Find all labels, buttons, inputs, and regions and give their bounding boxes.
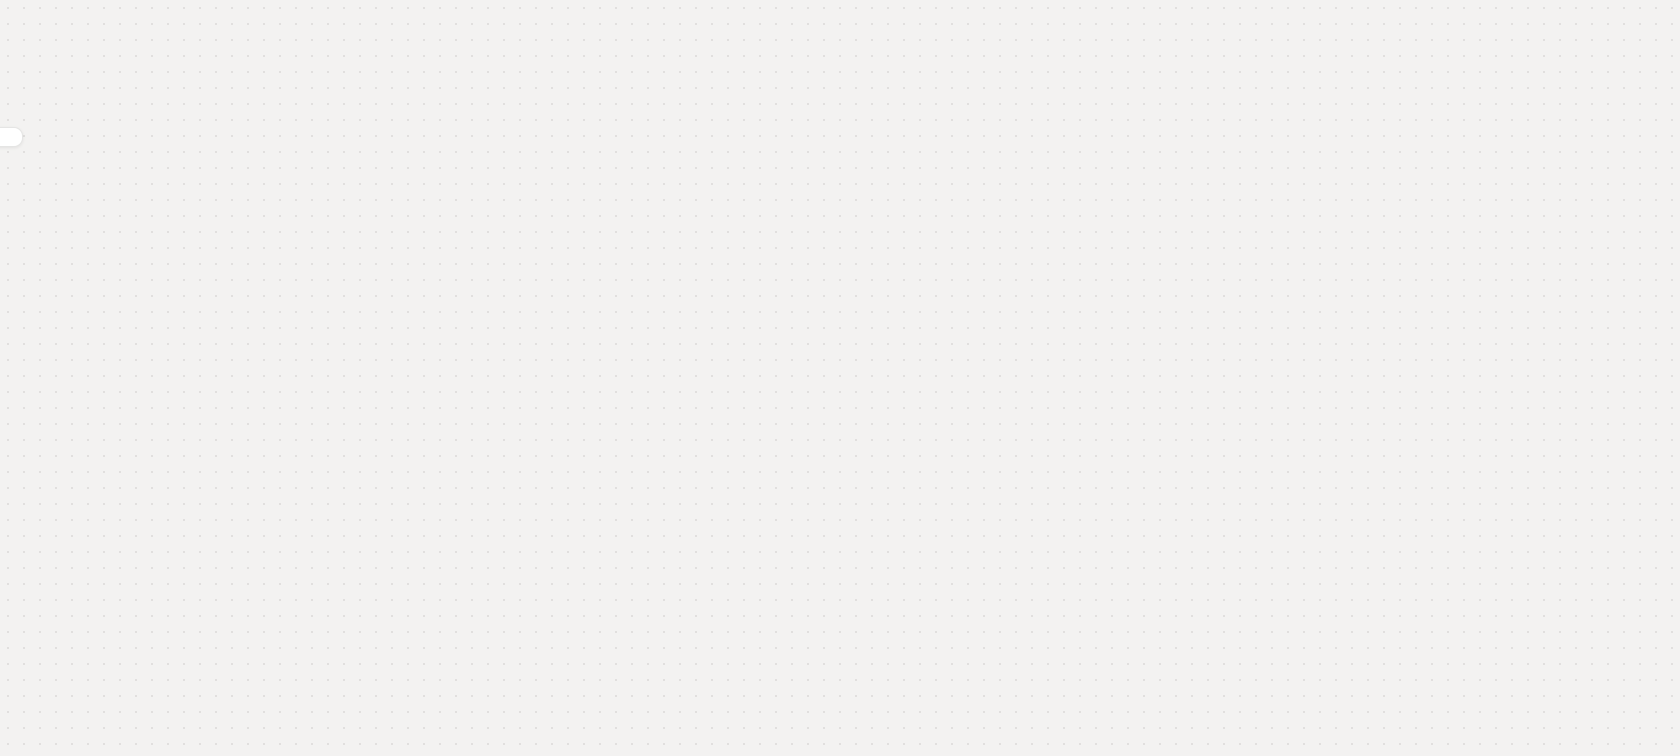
- airtable-logo-card: [0, 127, 23, 147]
